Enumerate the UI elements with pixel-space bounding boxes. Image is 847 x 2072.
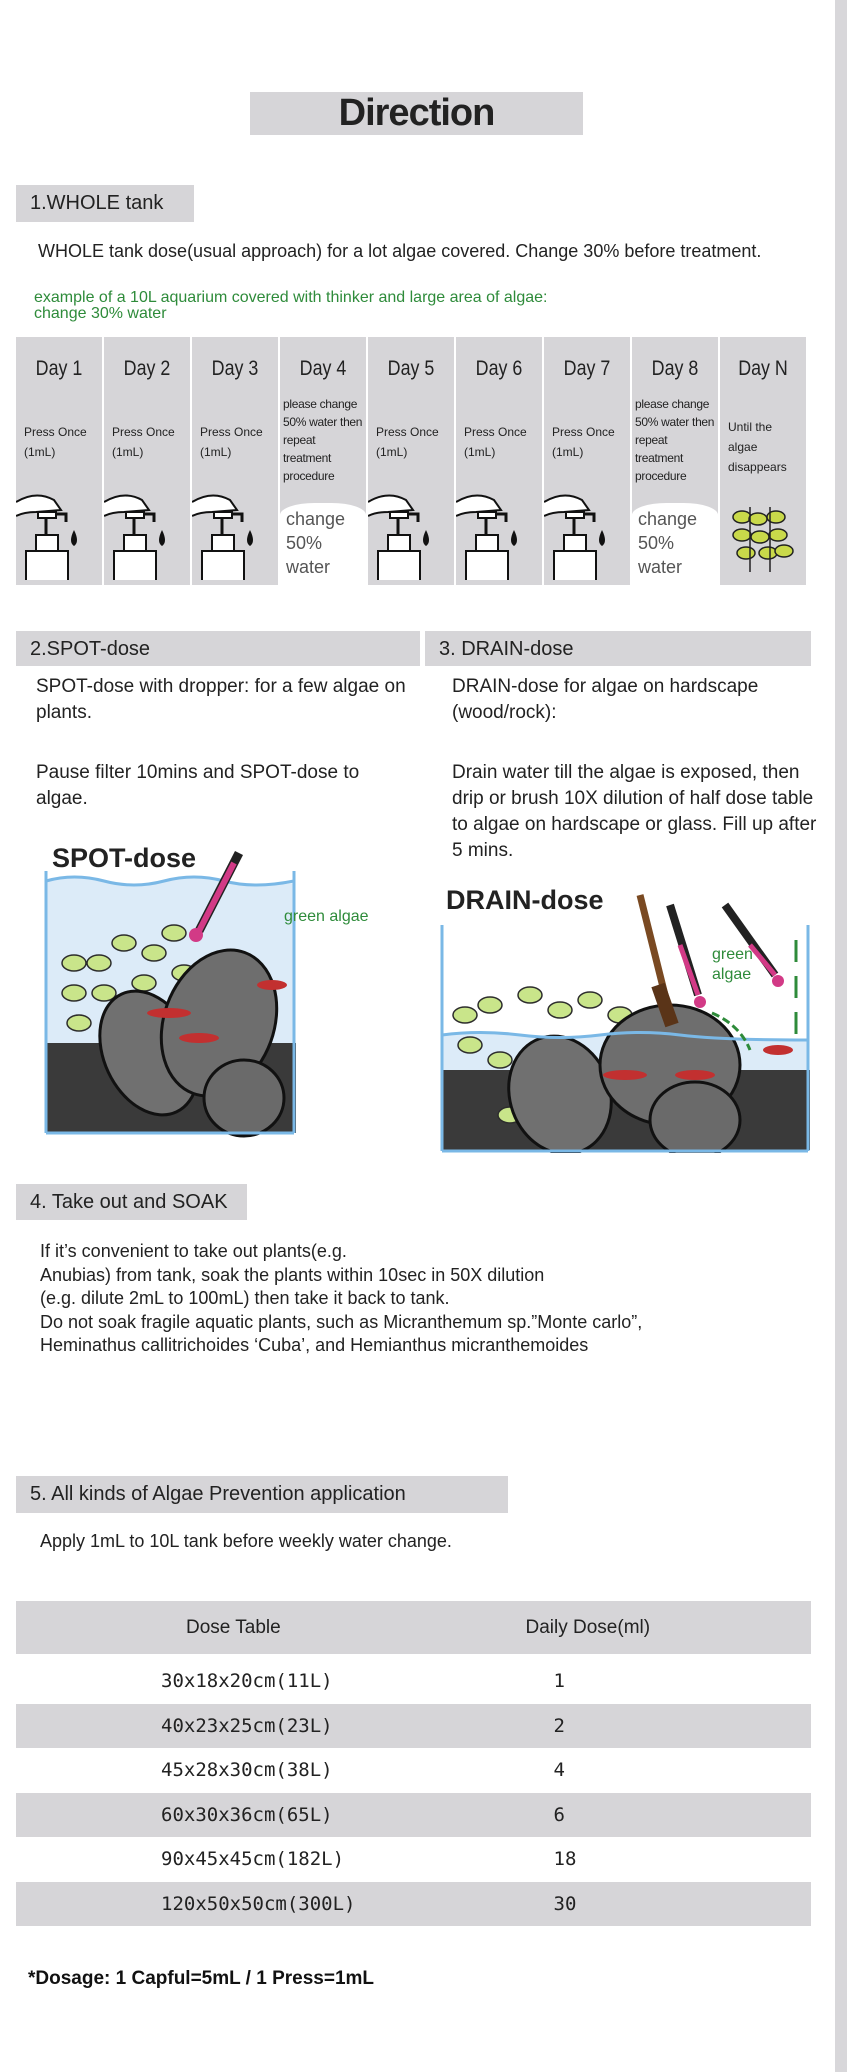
- daily-dose: 6: [553, 1803, 565, 1826]
- day-4: Day 4 please change 50% water then repeat…: [280, 337, 366, 585]
- pump-bottle-icon: [192, 490, 262, 585]
- table-header: Dose Table Daily Dose(ml): [16, 1601, 811, 1654]
- day-label: Day 5: [387, 357, 435, 380]
- day-label: Day 7: [563, 357, 611, 380]
- scrollbar[interactable]: [835, 0, 847, 2072]
- green-algae-label: green algae: [712, 946, 753, 983]
- tank-size: 120x50x50cm(300L): [161, 1892, 356, 1915]
- section-5-header: 5. All kinds of Algae Prevention applica…: [16, 1476, 508, 1513]
- section-1-header: 1.WHOLE tank: [16, 185, 194, 222]
- day-schedule: Day 1 Press Once (1mL) Day 2 Press Once (1m…: [16, 337, 806, 585]
- day-description: Press Once (1mL): [24, 425, 87, 459]
- change-water-label: change 50% water: [638, 509, 698, 577]
- pump-bottle-icon: [16, 490, 86, 585]
- change-water-label: change 50% water: [286, 509, 346, 577]
- tank-size: 60x30x36cm(65L): [161, 1803, 333, 1826]
- day-label: Day 4: [299, 357, 347, 380]
- section-5-text: Apply 1mL to 10L tank before weekly wate…: [40, 1531, 452, 1551]
- day-1: Day 1 Press Once (1mL): [16, 337, 102, 585]
- day-label: Day N: [738, 357, 788, 380]
- day-description: Until the algae disappears: [728, 420, 787, 474]
- table-row: 120x50x50cm(300L) 30: [16, 1881, 811, 1926]
- section-2-text-1: SPOT-dose with dropper: for a few algae …: [36, 676, 406, 723]
- tank-size: 40x23x25cm(23L): [161, 1714, 333, 1737]
- day-label: Day 1: [35, 357, 83, 380]
- table-row: 30x18x20cm(11L) 1: [16, 1659, 811, 1704]
- table-row: 45x28x30cm(38L) 4: [16, 1748, 811, 1793]
- section-2-text-2: Pause filter 10mins and SPOT-dose to alg…: [36, 762, 360, 809]
- text-line: Anubias) from tank, soak the plants with…: [40, 1264, 545, 1285]
- day-description: Press Once (1mL): [112, 425, 175, 459]
- day-label: Day 8: [651, 357, 699, 380]
- day-5: Day 5 Press Once (1mL): [368, 337, 454, 585]
- section-4-header: 4. Take out and SOAK: [16, 1184, 247, 1220]
- pump-bottle-icon: [456, 490, 526, 585]
- section-3-text-1: DRAIN-dose for algae on hardscape (wood/…: [452, 676, 759, 723]
- day-description: please change 50% water then repeat trea…: [283, 397, 363, 483]
- pump-bottle-icon: [368, 490, 438, 585]
- section-3-text-2: Drain water till the algae is exposed, t…: [452, 762, 817, 861]
- text-line: Do not soak fragile aquatic plants, such…: [40, 1311, 643, 1332]
- water-change-icon: [280, 503, 366, 585]
- day-label: Day 6: [475, 357, 523, 380]
- drain-dose-illustration: DRAIN-dose green algae: [440, 885, 812, 1160]
- daily-dose: 18: [553, 1848, 577, 1871]
- example-text-2: change 30% water: [34, 305, 167, 322]
- day-n: Day N Until the algae disappears: [720, 337, 806, 585]
- day-description: Press Once (1mL): [200, 425, 263, 459]
- column-header: Daily Dose(ml): [525, 1616, 651, 1638]
- green-algae-label: green algae: [284, 908, 369, 925]
- pump-bottle-icon: [104, 490, 174, 585]
- text-line: (e.g. dilute 2mL to 100mL) then take it …: [40, 1288, 450, 1308]
- dosage-note: *Dosage: 1 Capful=5mL / 1 Press=1mL: [28, 1968, 375, 1989]
- spot-dose-label: SPOT-dose: [52, 843, 197, 873]
- table-row: 60x30x36cm(65L) 6: [16, 1792, 811, 1837]
- pump-bottle-icon: [544, 490, 614, 585]
- text-line: If it’s convenient to take out plants(e.…: [40, 1241, 347, 1261]
- day-description: Press Once (1mL): [376, 425, 439, 459]
- table-row: 90x45x45cm(182L) 18: [16, 1837, 811, 1882]
- spot-dose-illustration: SPOT-dose green algae: [44, 843, 420, 1139]
- text-line: Heminathus callitrichoides ‘Cuba’, and H…: [40, 1335, 589, 1355]
- tank-size: 45x28x30cm(38L): [161, 1759, 333, 1782]
- section-1-text: WHOLE tank dose(usual approach) for a lo…: [38, 241, 762, 261]
- day-7: Day 7 Press Once (1mL): [544, 337, 630, 585]
- day-6: Day 6 Press Once (1mL): [456, 337, 542, 585]
- dose-table: Dose Table Daily Dose(ml) 30x18x20cm(11L…: [16, 1601, 811, 1926]
- daily-dose: 30: [553, 1892, 577, 1915]
- day-2: Day 2 Press Once (1mL): [104, 337, 190, 585]
- section-2-header: 2.SPOT-dose: [16, 631, 420, 666]
- daily-dose: 4: [553, 1759, 565, 1782]
- day-description: please change 50% water then repeat trea…: [635, 397, 715, 483]
- day-description: Press Once (1mL): [552, 425, 615, 459]
- day-8: Day 8 please change 50% water then repeat…: [632, 337, 718, 585]
- day-label: Day 2: [123, 357, 171, 380]
- drain-dose-label: DRAIN-dose: [446, 885, 604, 915]
- section-3-header: 3. DRAIN-dose: [425, 631, 811, 666]
- daily-dose: 2: [553, 1714, 565, 1737]
- page-title: Direction: [250, 92, 583, 135]
- tank-size: 30x18x20cm(11L): [161, 1670, 333, 1693]
- day-3: Day 3 Press Once (1mL): [192, 337, 278, 585]
- section-4-text: If it’s convenient to take out plants(e.…: [40, 1240, 642, 1358]
- day-description: Press Once (1mL): [464, 425, 527, 459]
- column-header: Dose Table: [186, 1616, 281, 1638]
- tank-size: 90x45x45cm(182L): [161, 1848, 345, 1871]
- daily-dose: 1: [553, 1670, 565, 1693]
- example-text: example of a 10L aquarium covered with t…: [34, 289, 548, 306]
- table-row: 40x23x25cm(23L) 2: [16, 1703, 811, 1748]
- table-body: 30x18x20cm(11L) 1 40x23x25cm(23L) 2 45x28x30…: [16, 1659, 811, 1926]
- plant-icon: [728, 497, 798, 577]
- water-change-icon: [632, 503, 718, 585]
- day-label: Day 3: [211, 357, 259, 380]
